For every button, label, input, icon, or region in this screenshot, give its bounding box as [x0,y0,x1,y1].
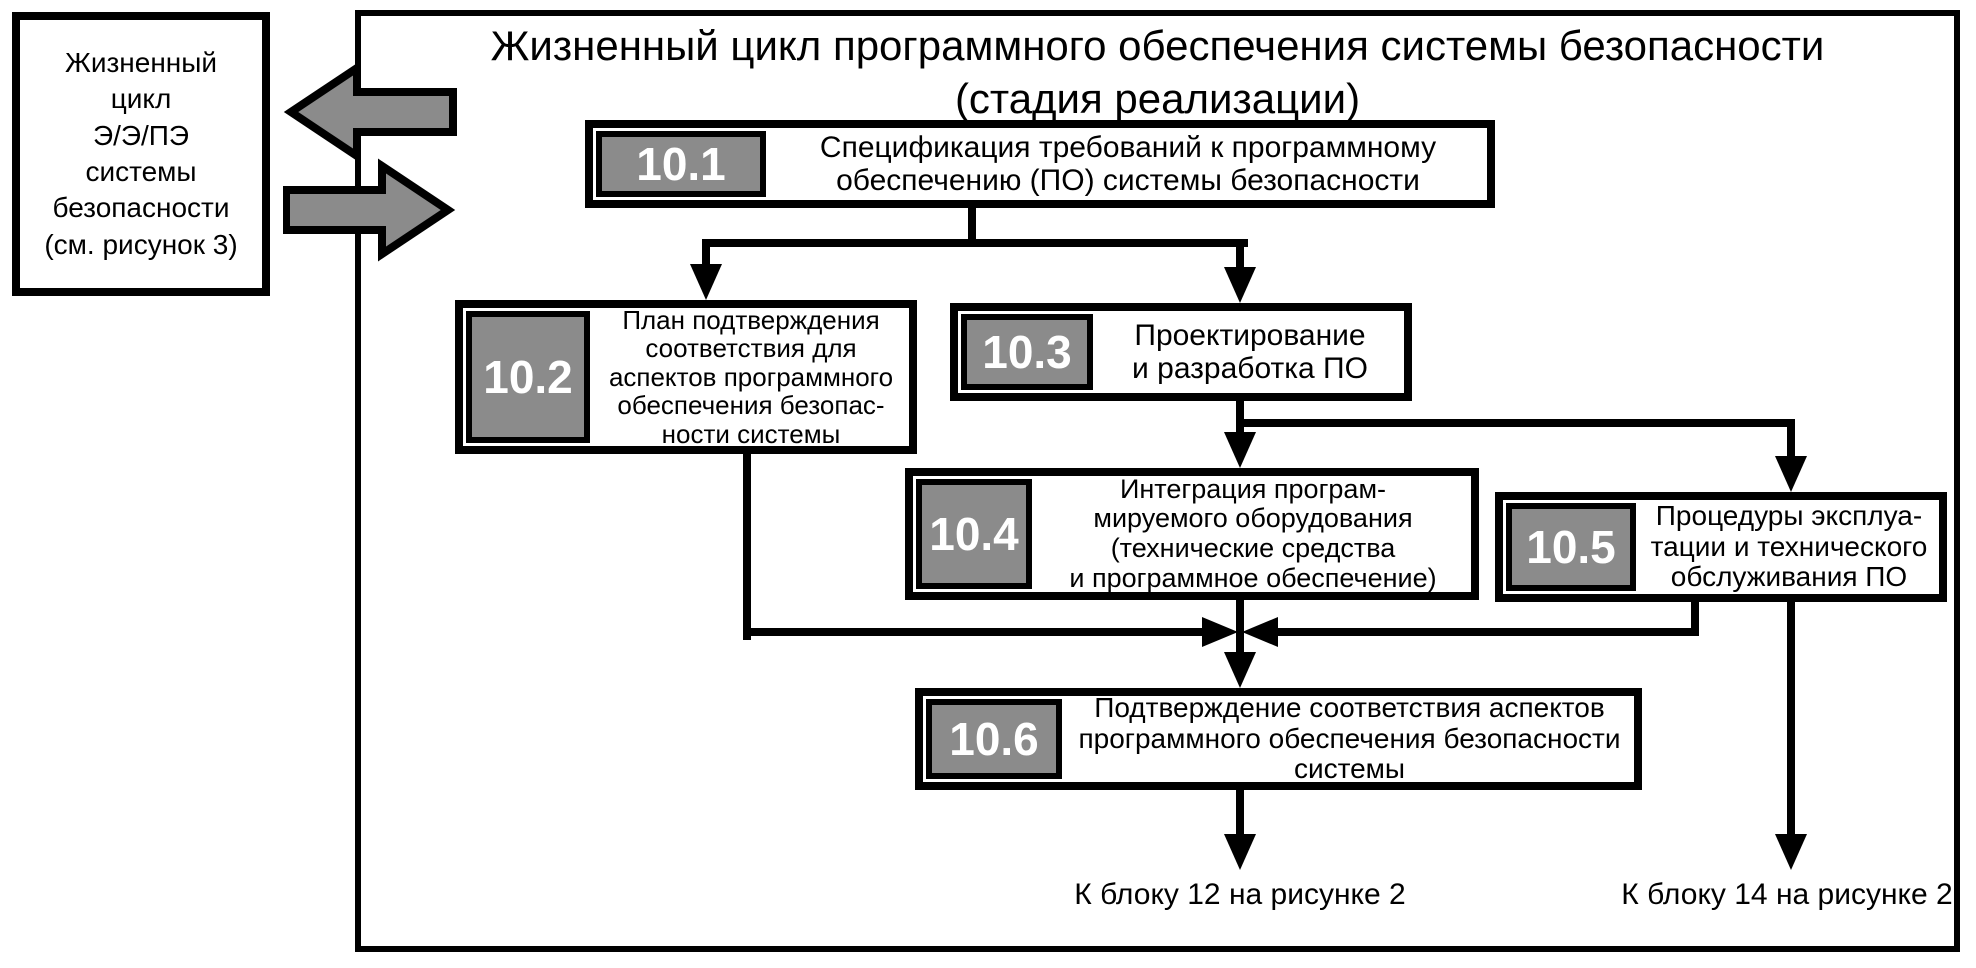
arrowhead-right-icon [1202,617,1238,647]
arrowhead-down-icon [690,264,722,300]
block-arrow-right-icon [283,158,456,262]
connector-line [1787,423,1795,459]
connector-line [1236,399,1244,427]
arrowhead-down-icon [1775,456,1807,492]
connector-line [743,453,751,640]
arrowhead-down-icon [1775,834,1807,870]
connector-line [968,206,976,247]
connector-line [702,243,710,267]
block-badge: 10.2 [466,311,590,443]
external-lifecycle-box: Жизненный цикл Э/Э/ПЭ системы безопаснос… [12,12,270,296]
arrowhead-down-icon [1224,652,1256,688]
flow-block-10-2: 10.2 План подтверждения соответствия для… [455,300,917,454]
block-badge: 10.5 [1506,503,1636,591]
block-badge: 10.1 [596,131,766,197]
exit-label-block14: К блоку 14 на рисунке 2 [1621,878,1953,911]
connector-line [1277,628,1695,636]
connector-line [1691,598,1699,636]
connector-line [1787,600,1795,836]
arrowhead-left-icon [1242,617,1278,647]
arrowhead-down-icon [1224,432,1256,468]
exit-label-block12: К блоку 12 на рисунке 2 [1074,878,1406,911]
connector-line [1236,419,1795,427]
block-label: Интеграция програм- мируемого оборудован… [1069,473,1437,593]
flow-block-10-4: 10.4 Интеграция програм- мируемого обору… [905,468,1479,600]
block-label: Процедуры эксплуа- тации и технического … [1650,499,1928,593]
connector-line [1236,243,1244,271]
arrowhead-down-icon [1224,267,1256,303]
flow-block-10-3: 10.3 Проектирование и разработка ПО [950,303,1412,401]
connector-line [1236,598,1244,654]
block-arrow-left-icon [283,62,457,164]
connector-line [1236,788,1244,836]
block-arrows [283,62,457,262]
connector-line [702,239,1248,247]
arrowhead-down-icon [1224,834,1256,870]
block-label: Проектирование и разработка ПО [1132,319,1368,385]
connector-line [1236,423,1244,437]
connector-line [743,628,1205,636]
block-label: План подтверждения соответствия для аспе… [608,304,894,449]
block-label: Спецификация требований к программному о… [819,131,1437,197]
block-badge: 10.4 [916,479,1032,589]
outer-frame [355,10,1960,952]
diagram-title: Жизненный цикл программного обеспечения … [361,20,1954,125]
block-badge: 10.3 [961,314,1093,390]
diagram-title-line1: Жизненный цикл программного обеспечения … [490,22,1825,69]
diagram-title-line2: (стадия реализации) [954,74,1361,122]
flow-block-10-1: 10.1 Спецификация требований к программн… [585,120,1495,208]
block-label: Подтверждение соответствия аспектов прог… [1078,691,1621,785]
flow-block-10-6: 10.6 Подтверждение соответствия аспектов… [915,688,1642,790]
flow-block-10-5: 10.5 Процедуры эксплуа- тации и техничес… [1495,492,1947,602]
block-badge: 10.6 [926,699,1062,779]
